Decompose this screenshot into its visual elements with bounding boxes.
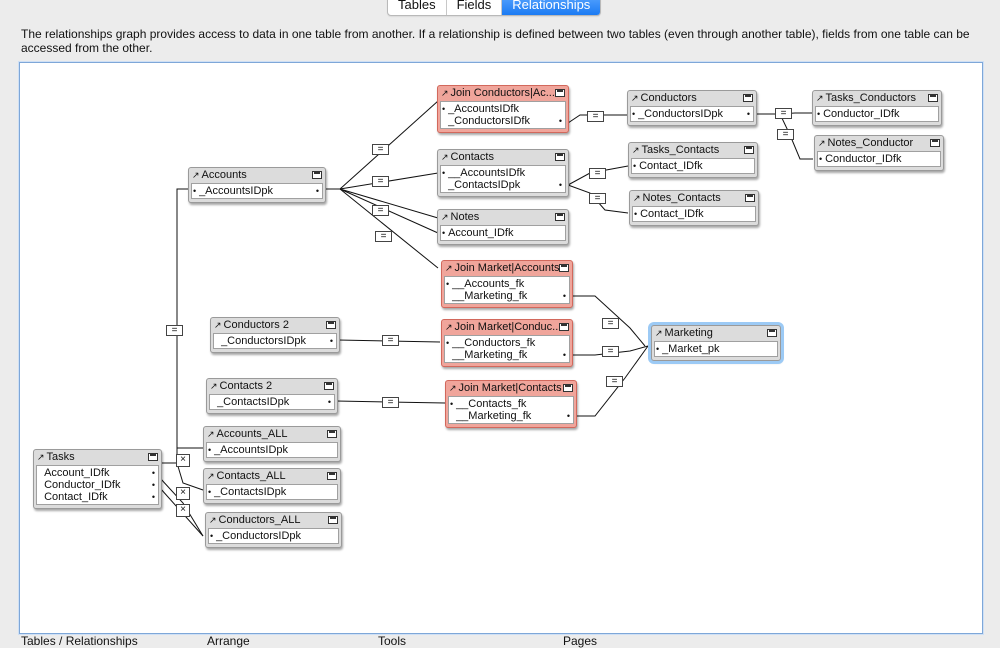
- tab-fields[interactable]: Fields: [447, 0, 503, 15]
- relationship-equal-icon[interactable]: =: [375, 231, 392, 242]
- collapse-icon[interactable]: [563, 384, 573, 392]
- collapse-icon[interactable]: [324, 382, 334, 390]
- tab-relationships[interactable]: Relationships: [502, 0, 601, 15]
- tools-label[interactable]: Tools: [378, 634, 407, 648]
- field-row[interactable]: _ConductorsIDpk•: [221, 335, 333, 347]
- relationship-equal-icon[interactable]: =: [382, 397, 399, 408]
- field-row[interactable]: Account_IDfk•: [44, 467, 155, 479]
- collapse-icon[interactable]: [555, 89, 565, 97]
- collapse-icon[interactable]: [928, 94, 938, 102]
- field-row[interactable]: • Account_IDfk: [442, 227, 514, 239]
- collapse-icon[interactable]: [744, 146, 754, 154]
- table-tasks[interactable]: ↗Tasks Account_IDfk• Conductor_IDfk• Con…: [33, 449, 162, 509]
- field-row[interactable]: • __Accounts_fk: [446, 278, 525, 290]
- table-join-conductors-accounts[interactable]: ↗Join Conductors|Ac... • _AccountsIDfk _…: [437, 85, 569, 133]
- field-row[interactable]: • Conductor_IDfk: [817, 108, 900, 120]
- collapse-icon[interactable]: [148, 453, 158, 461]
- field-row[interactable]: • _ConductorsIDpk•: [632, 108, 750, 120]
- field-row[interactable]: __Marketing_fk•: [456, 410, 570, 422]
- collapse-icon[interactable]: [326, 321, 336, 329]
- table-notes[interactable]: ↗Notes • Account_IDfk: [437, 209, 569, 245]
- field-row[interactable]: • Contact_IDfk: [633, 160, 703, 172]
- collapse-icon[interactable]: [559, 264, 569, 272]
- relationship-equal-icon[interactable]: =: [602, 318, 619, 329]
- bottom-toolbar: Tables / Relationships Arrange Tools Pag…: [0, 634, 1000, 648]
- relationship-cartesian-icon[interactable]: ×: [176, 487, 190, 500]
- relationship-equal-icon[interactable]: =: [775, 108, 792, 119]
- collapse-icon[interactable]: [767, 329, 777, 337]
- field-row[interactable]: • _AccountsIDpk•: [193, 185, 319, 197]
- collapse-icon[interactable]: [312, 171, 322, 179]
- field-row[interactable]: • __Conductors_fk: [446, 337, 536, 349]
- table-contacts-2[interactable]: ↗Contacts 2 _ContactsIDpk•: [206, 378, 338, 414]
- arrange-label[interactable]: Arrange: [207, 634, 250, 648]
- relationship-equal-icon[interactable]: =: [589, 193, 606, 204]
- field-row[interactable]: _ContactsIDpk•: [217, 396, 331, 408]
- table-tasks-conductors[interactable]: ↗Tasks_Conductors • Conductor_IDfk: [812, 90, 942, 126]
- table-marketing[interactable]: ↗Marketing • _Market_pk: [651, 325, 781, 361]
- relationship-equal-icon[interactable]: =: [372, 176, 389, 187]
- table-title: Accounts: [201, 169, 247, 181]
- relationship-equal-icon[interactable]: =: [372, 205, 389, 216]
- field-row[interactable]: __Marketing_fk•: [452, 349, 566, 361]
- collapse-icon[interactable]: [743, 94, 753, 102]
- table-conductors[interactable]: ↗Conductors • _ConductorsIDpk•: [627, 90, 757, 126]
- relationship-equal-icon[interactable]: =: [589, 168, 606, 179]
- collapse-icon[interactable]: [745, 194, 755, 202]
- field-row[interactable]: _ConductorsIDfk•: [448, 115, 562, 127]
- table-conductors-2[interactable]: ↗Conductors 2 _ConductorsIDpk•: [210, 317, 340, 353]
- field-row[interactable]: Contact_IDfk•: [44, 491, 155, 503]
- field-row[interactable]: • _ContactsIDpk: [208, 486, 287, 498]
- field-row[interactable]: • _AccountsIDpk: [208, 444, 289, 456]
- relationship-cartesian-icon[interactable]: ×: [176, 504, 190, 517]
- field-row[interactable]: • Contact_IDfk: [634, 208, 704, 220]
- field-row[interactable]: • _Market_pk: [656, 343, 720, 355]
- table-conductors-all[interactable]: ↗Conductors_ALL • _ConductorsIDpk: [205, 512, 342, 548]
- field-row[interactable]: __Marketing_fk•: [452, 290, 566, 302]
- relationship-equal-icon[interactable]: =: [166, 325, 183, 336]
- relationship-equal-icon[interactable]: =: [372, 144, 389, 155]
- collapse-icon[interactable]: [327, 430, 337, 438]
- table-join-market-accounts[interactable]: ↗Join Market|Accounts • __Accounts_fk __…: [441, 260, 573, 308]
- relationship-cartesian-icon[interactable]: ×: [176, 454, 190, 467]
- view-segmented-control: Tables Fields Relationships: [387, 0, 602, 16]
- table-contacts[interactable]: ↗Contacts • __AccountsIDfk _ContactsIDpk…: [437, 149, 569, 197]
- table-join-market-conductors[interactable]: ↗Join Market|Conduc... • __Conductors_fk…: [441, 319, 573, 367]
- table-accounts[interactable]: ↗Accounts • _AccountsIDpk•: [188, 167, 326, 203]
- relationship-equal-icon[interactable]: =: [382, 335, 399, 346]
- collapse-icon[interactable]: [559, 323, 569, 331]
- tab-tables[interactable]: Tables: [388, 0, 447, 15]
- relationship-equal-icon[interactable]: =: [602, 346, 619, 357]
- tables-relationships-label[interactable]: Tables / Relationships: [21, 634, 138, 648]
- relationship-equal-icon[interactable]: =: [777, 129, 794, 140]
- table-notes-contacts[interactable]: ↗Notes_Contacts • Contact_IDfk: [629, 190, 759, 226]
- relationship-equal-icon[interactable]: =: [587, 111, 604, 122]
- field-row[interactable]: • __Contacts_fk: [450, 398, 527, 410]
- table-notes-conductor[interactable]: ↗Notes_Conductor • Conductor_IDfk: [814, 135, 944, 171]
- relationships-graph-canvas[interactable]: ↗Accounts • _AccountsIDpk• ↗Join Conduct…: [19, 62, 983, 634]
- description-text: The relationships graph provides access …: [21, 27, 970, 55]
- collapse-icon[interactable]: [328, 516, 338, 524]
- field-row[interactable]: • Conductor_IDfk: [819, 153, 902, 165]
- collapse-icon[interactable]: [327, 472, 337, 480]
- collapse-icon[interactable]: [555, 153, 565, 161]
- relationship-equal-icon[interactable]: =: [606, 376, 623, 387]
- collapse-icon[interactable]: [555, 213, 565, 221]
- field-row[interactable]: • _ConductorsIDpk: [210, 530, 302, 542]
- pages-label[interactable]: Pages: [563, 634, 598, 648]
- collapse-icon[interactable]: [930, 139, 940, 147]
- field-row[interactable]: Conductor_IDfk•: [44, 479, 155, 491]
- field-row[interactable]: • _AccountsIDfk: [442, 103, 519, 115]
- table-contacts-all[interactable]: ↗Contacts_ALL • _ContactsIDpk: [203, 468, 341, 504]
- field-row[interactable]: _ContactsIDpk•: [448, 179, 562, 191]
- table-join-market-contacts[interactable]: ↗Join Market|Contacts • __Contacts_fk __…: [445, 380, 577, 428]
- field-row[interactable]: • __AccountsIDfk: [442, 167, 526, 179]
- table-accounts-all[interactable]: ↗Accounts_ALL • _AccountsIDpk: [203, 426, 341, 462]
- table-tasks-contacts[interactable]: ↗Tasks_Contacts • Contact_IDfk: [628, 142, 758, 178]
